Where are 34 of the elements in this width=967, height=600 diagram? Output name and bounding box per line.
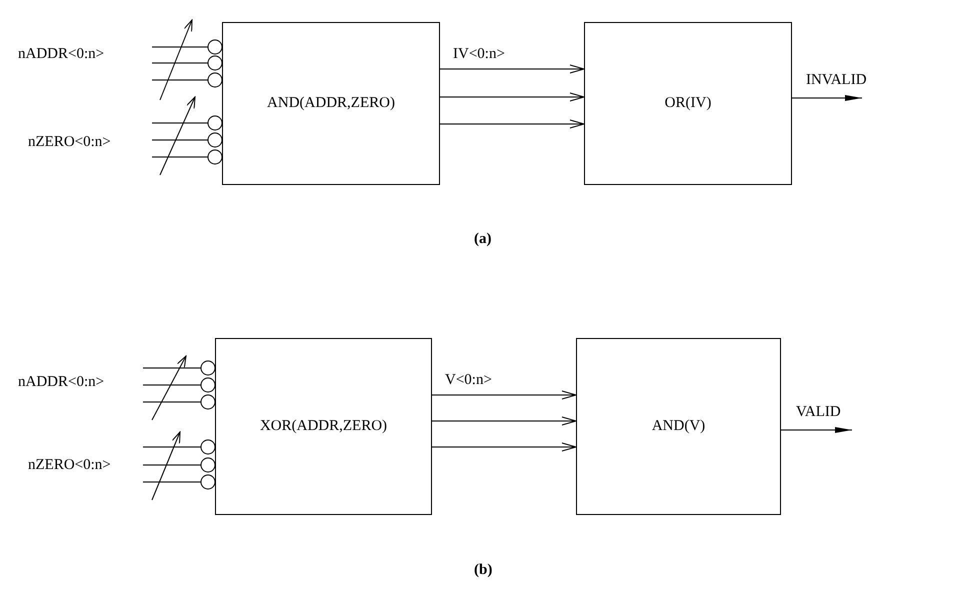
bus-label: nADDR<0:n> bbox=[18, 45, 104, 63]
logic-block bbox=[222, 22, 440, 185]
inverted-input-line bbox=[152, 116, 222, 130]
panel-caption: (a) bbox=[474, 230, 492, 248]
signal-arrow bbox=[440, 64, 584, 74]
inverted-input-line bbox=[152, 150, 222, 164]
logic-block bbox=[215, 338, 432, 515]
inverted-input-line bbox=[152, 72, 222, 88]
inverted-input-line bbox=[142, 360, 216, 376]
logic-block bbox=[576, 338, 781, 515]
signal-arrow bbox=[440, 92, 584, 102]
block-label: AND(ADDR,ZERO) bbox=[267, 95, 395, 112]
signal-arrow bbox=[432, 442, 576, 452]
inverted-input-line bbox=[142, 378, 216, 392]
inverted-input-line bbox=[142, 394, 216, 410]
block-label: OR(IV) bbox=[664, 95, 712, 112]
signal-arrow bbox=[440, 120, 584, 128]
inverted-input-line bbox=[152, 132, 222, 148]
signal-arrow bbox=[792, 95, 862, 101]
signal-arrow bbox=[780, 427, 852, 433]
bus-label: nZERO<0:n> bbox=[28, 133, 111, 151]
inverted-input-line bbox=[142, 458, 216, 472]
logic-block bbox=[584, 22, 792, 185]
block-label: AND(V) bbox=[652, 418, 706, 435]
inverted-input-line bbox=[152, 40, 222, 54]
bus-label: nADDR<0:n> bbox=[18, 373, 104, 391]
inverted-input-line bbox=[152, 56, 222, 70]
signal-arrow bbox=[432, 390, 576, 400]
inverted-input-line bbox=[142, 440, 216, 454]
signal-arrow bbox=[432, 416, 576, 426]
block-label: XOR(ADDR,ZERO) bbox=[260, 418, 388, 435]
panel-caption: (b) bbox=[474, 561, 492, 579]
bus-label: nZERO<0:n> bbox=[28, 456, 111, 474]
inverted-input-line bbox=[142, 474, 216, 490]
